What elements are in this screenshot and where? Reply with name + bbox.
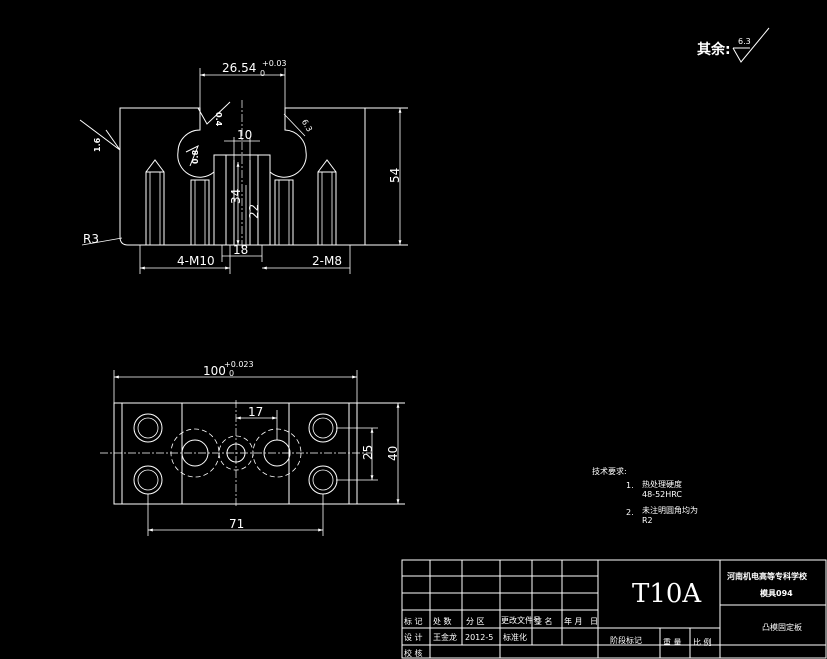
svg-text:校 核: 校 核	[404, 648, 423, 658]
svg-text:17: 17	[248, 405, 263, 419]
material-text: T10A	[632, 579, 702, 609]
svg-text:更改文件号: 更改文件号	[501, 615, 541, 625]
svg-text:6.3: 6.3	[300, 118, 314, 134]
top-view: 100 +0.023 0 17 71 25 40	[100, 360, 405, 536]
svg-text:22: 22	[247, 204, 261, 219]
svg-text:年 月: 年 月	[564, 616, 583, 626]
hatched-section-right	[269, 107, 366, 246]
svg-text:处 数: 处 数	[433, 616, 452, 626]
svg-text:+0.023: +0.023	[224, 360, 254, 369]
drawing-number: 凸模固定板	[762, 622, 802, 632]
dim-length-text: 100	[203, 364, 226, 378]
title-block: T10A 河南机电高等专科学校 模具094 凸模固定板 标 记 处 数 分 区 …	[401, 559, 827, 659]
svg-text:10: 10	[237, 128, 252, 142]
svg-text:71: 71	[229, 517, 244, 531]
tech-notes-title: 技术要求:	[592, 466, 627, 476]
designer-name: 王金龙	[433, 632, 457, 642]
svg-text:0: 0	[229, 369, 234, 378]
svg-text:1.6: 1.6	[93, 137, 102, 152]
svg-text:阶段标记: 阶段标记	[610, 635, 642, 645]
svg-text:2-M8: 2-M8	[312, 254, 342, 268]
design-date: 2012-5	[465, 633, 493, 642]
surface-roughness-note: 其余: 6.3	[697, 27, 770, 63]
svg-text:34: 34	[229, 189, 243, 204]
roughness-symbol-icon	[185, 144, 199, 167]
plate-outline	[113, 402, 358, 505]
front-section-view: 26.54 +0.03 0 0.4 6.3 0.8 1.6 10 34 22 5…	[79, 59, 408, 274]
svg-text:签 名: 签 名	[534, 616, 553, 626]
svg-text:2.: 2.	[626, 508, 634, 517]
svg-text:热处理硬度: 热处理硬度	[642, 479, 682, 489]
svg-text:18: 18	[233, 243, 248, 257]
svg-text:未注明圆角均为: 未注明圆角均为	[642, 505, 698, 515]
roughness-symbol-icon	[197, 103, 229, 125]
part-name: 模具094	[760, 588, 793, 598]
svg-text:比 例: 比 例	[693, 637, 712, 647]
svg-text:重 量: 重 量	[663, 637, 682, 647]
svg-text:R3: R3	[83, 232, 99, 246]
svg-text:48-52HRC: 48-52HRC	[642, 490, 682, 499]
svg-text:0.4: 0.4	[214, 112, 223, 127]
dim-height-text: 54	[388, 168, 402, 183]
svg-text:0: 0	[260, 69, 265, 78]
hatched-section-left	[119, 107, 215, 246]
roughness-symbol-icon	[732, 27, 770, 63]
dim-width-text: 26.54	[222, 61, 256, 75]
svg-text:1.: 1.	[626, 481, 634, 490]
svg-text:日: 日	[590, 617, 598, 626]
svg-text:+0.03: +0.03	[262, 59, 287, 68]
surface-note-label: 其余:	[697, 41, 731, 58]
svg-text:0.8: 0.8	[191, 149, 200, 164]
svg-text:25: 25	[361, 445, 375, 460]
svg-text:R2: R2	[642, 516, 653, 525]
surface-note-value: 6.3	[738, 37, 751, 46]
svg-text:设 计: 设 计	[404, 632, 423, 642]
technical-notes: 技术要求: 1. 热处理硬度 48-52HRC 2. 未注明圆角均为 R2	[592, 466, 698, 525]
svg-text:标准化: 标准化	[503, 632, 527, 642]
svg-text:4-M10: 4-M10	[177, 254, 215, 268]
school-name: 河南机电高等专科学校	[727, 571, 808, 581]
threaded-holes	[145, 159, 337, 246]
svg-text:分 区: 分 区	[466, 617, 485, 626]
svg-text:标 记: 标 记	[404, 616, 423, 626]
svg-text:40: 40	[386, 446, 400, 461]
